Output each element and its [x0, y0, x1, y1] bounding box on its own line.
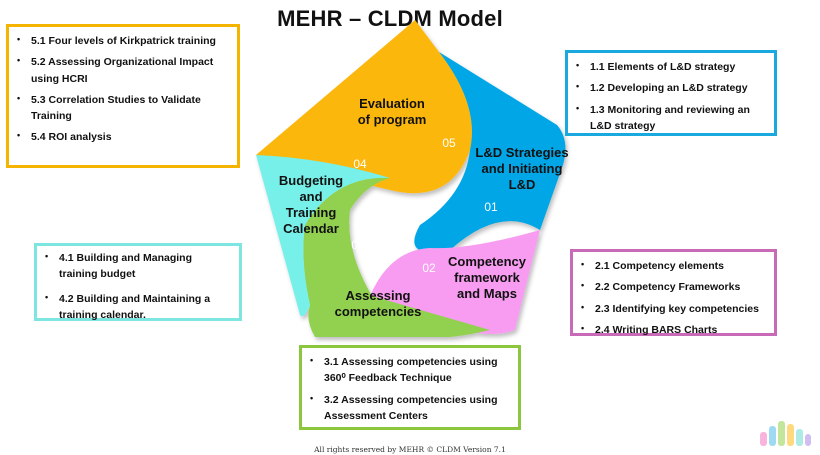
list-item: 2.4 Writing BARS Charts: [579, 322, 768, 338]
evaluation-detail-box: 5.1 Four levels of Kirkpatrick training …: [6, 24, 240, 168]
list-item: 2.2 Competency Frameworks: [579, 279, 768, 295]
segment-label-line: Evaluation: [359, 96, 425, 111]
segment-label-line: L&D Strategies: [475, 145, 568, 160]
segment-label-line: Budgeting: [279, 173, 343, 188]
segment-label-line: Assessing: [345, 288, 410, 303]
segment-label-line: L&D: [509, 177, 536, 192]
segment-budgeting: [256, 155, 390, 317]
list-item: 3.2 Assessing competencies using Assessm…: [308, 392, 512, 425]
segment-number-05: 05: [442, 136, 456, 150]
segment-label-line: of program: [358, 112, 427, 127]
list-item: 4.2 Building and Maintaining a training …: [43, 291, 233, 324]
list-item: 4.1 Building and Managing training budge…: [43, 250, 233, 283]
assessing-detail-box: 3.1 Assessing competencies using 360⁰ Fe…: [299, 345, 521, 430]
segment-label-line: Training: [286, 205, 337, 220]
segment-assessing: [303, 177, 490, 337]
list-item: 2.1 Competency elements: [579, 258, 768, 274]
segment-label-line: Competency: [448, 254, 527, 269]
list-item: 5.3 Correlation Studies to Validate Trai…: [15, 92, 229, 125]
segment-label-line: Calendar: [283, 221, 339, 236]
segment-number-01: 01: [484, 200, 498, 214]
segment-label-line: and: [299, 189, 322, 204]
budgeting-detail-box: 4.1 Building and Managing training budge…: [34, 243, 242, 321]
segment-number-03: 03: [351, 238, 365, 252]
segment-number-02: 02: [422, 261, 436, 275]
list-item: 2.3 Identifying key competencies: [579, 301, 768, 317]
strategies-detail-box: 1.1 Elements of L&D strategy 1.2 Develop…: [565, 50, 777, 136]
segment-strategies: [414, 52, 566, 253]
list-item: 5.4 ROI analysis: [15, 129, 229, 145]
brand-logo-icon: [760, 421, 811, 446]
competency-detail-box: 2.1 Competency elements 2.2 Competency F…: [570, 249, 777, 336]
segment-label-line: framework: [454, 270, 521, 285]
page-title: MEHR – CLDM Model: [277, 6, 503, 31]
copyright-footer: All rights reserved by MEHR © CLDM Versi…: [314, 445, 506, 454]
list-item: 1.3 Monitoring and reviewing an L&D stra…: [574, 102, 768, 135]
list-item: 3.1 Assessing competencies using 360⁰ Fe…: [308, 354, 512, 387]
segment-label-line: and Maps: [457, 286, 517, 301]
segment-number-04: 04: [353, 157, 367, 171]
segment-label-line: and Initiating: [482, 161, 563, 176]
list-item: 1.1 Elements of L&D strategy: [574, 59, 768, 75]
segment-evaluation: [256, 20, 472, 194]
list-item: 5.1 Four levels of Kirkpatrick training: [15, 33, 229, 49]
segment-label-line: competencies: [335, 304, 422, 319]
list-item: 5.2 Assessing Organizational Impact usin…: [15, 54, 229, 87]
list-item: 1.2 Developing an L&D strategy: [574, 80, 768, 96]
